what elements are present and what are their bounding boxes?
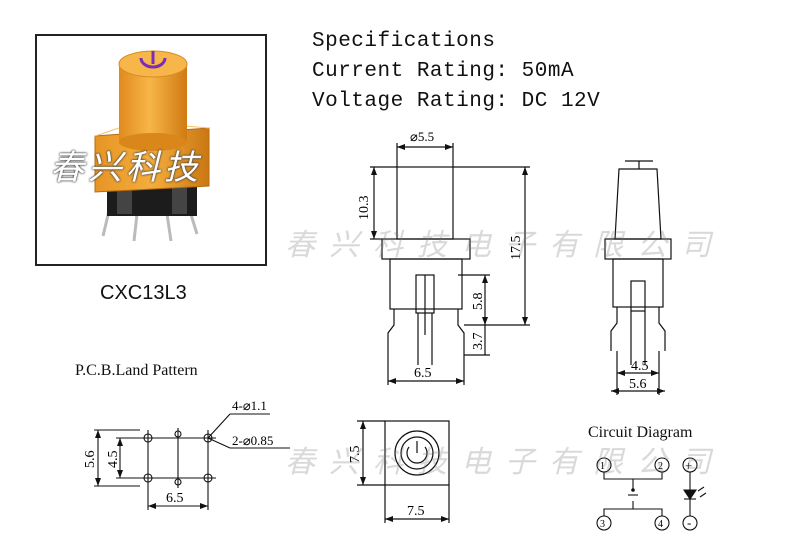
circuit-diagram: 1 2 3 4 + - [596, 457, 707, 531]
dim-pcb-inner: 4.5 [106, 451, 121, 469]
pin-1-label: 1 [600, 461, 605, 472]
top-view-drawing: 7.5 7.5 [348, 420, 450, 523]
dim-body-height: 5.8 [471, 293, 486, 311]
led-minus-label: - [687, 515, 691, 530]
dim-leg-height: 3.7 [471, 333, 486, 351]
dim-total-height: 17.5 [509, 236, 524, 261]
dim-front-width: 5.6 [629, 377, 647, 392]
product-photo [35, 34, 267, 266]
spec-current-rating: Current Rating: 50mA [312, 60, 575, 83]
front-view-drawing: 4.5 5.6 [604, 160, 672, 395]
watermark-company-upper: 春兴科技电子有限公司 [285, 228, 725, 263]
side-view-drawing: ⌀5.5 10.3 17.5 5.8 3.7 6.5 [357, 129, 530, 385]
dim-cap-height: 10.3 [357, 196, 372, 221]
dim-body-width: 6.5 [414, 366, 432, 381]
pcb-land-pattern-drawing: 5.6 4.5 6.5 4-⌀1.1 2-⌀0.85 [83, 398, 290, 510]
switch-photo-illustration [94, 50, 210, 242]
led-plus-label: + [685, 458, 692, 473]
watermark-company-lower: 春兴科技电子有限公司 [285, 445, 725, 480]
hole-large-label: 4-⌀1.1 [232, 398, 267, 413]
pin-3-label: 3 [600, 519, 605, 530]
spec-voltage-rating: Voltage Rating: DC 12V [312, 90, 601, 113]
pcb-pattern-title: P.C.B.Land Pattern [75, 362, 198, 379]
dim-pcb-width: 6.5 [166, 491, 184, 506]
hole-small-label: 2-⌀0.85 [232, 433, 273, 448]
dim-top-width: 7.5 [407, 504, 425, 519]
spec-title: Specifications [312, 30, 496, 53]
pin-2-label: 2 [658, 461, 663, 472]
dim-cap-diameter: ⌀5.5 [410, 129, 434, 144]
dim-top-height: 7.5 [348, 446, 363, 464]
brand-watermark: 春兴科技 [50, 148, 202, 188]
dim-pcb-outer: 5.6 [83, 451, 98, 469]
pin-4-label: 4 [658, 519, 663, 530]
model-number: CXC13L3 [100, 282, 187, 304]
circuit-diagram-title: Circuit Diagram [588, 424, 693, 441]
dim-pin-spacing: 4.5 [631, 359, 649, 374]
